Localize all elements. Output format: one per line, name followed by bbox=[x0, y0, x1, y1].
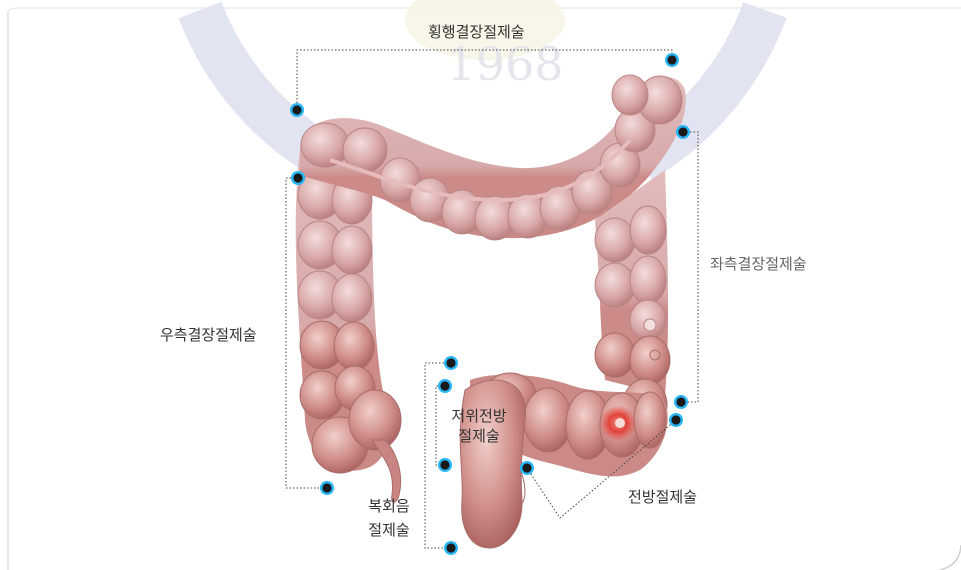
label-apr-line2: 절제술 bbox=[356, 520, 422, 540]
label-low-anterior-line1: 저위전방 bbox=[446, 406, 512, 426]
label-low-anterior-resection: 저위전방 절제술 bbox=[446, 406, 512, 446]
marker-apr-bottom bbox=[444, 541, 458, 555]
label-left-colectomy: 좌측결장절제술 bbox=[710, 254, 807, 274]
marker-left-bottom bbox=[674, 395, 688, 409]
marker-anterior-left bbox=[520, 461, 534, 475]
label-anterior-resection: 전방절제술 bbox=[628, 487, 697, 507]
label-right-colectomy: 우측결장절제술 bbox=[160, 325, 257, 345]
label-low-anterior-line2: 절제술 bbox=[446, 426, 512, 446]
marker-transverse-left bbox=[290, 103, 304, 117]
label-apr-line1: 복회음 bbox=[356, 496, 422, 516]
marker-transverse-right bbox=[665, 53, 679, 67]
label-transverse-colectomy: 횡행결장절제술 bbox=[428, 22, 525, 42]
marker-anterior-right bbox=[669, 413, 683, 427]
label-apr: 복회음 절제술 bbox=[356, 496, 422, 540]
left-leader bbox=[681, 132, 698, 402]
marker-apr-top bbox=[444, 356, 458, 370]
colon bbox=[296, 75, 686, 548]
marker-right-top bbox=[291, 171, 305, 185]
marker-left-top bbox=[676, 125, 690, 139]
low-anterior-leader bbox=[436, 386, 445, 465]
watermark-year: 1968 bbox=[446, 37, 563, 91]
marker-right-bottom bbox=[320, 481, 334, 495]
marker-low-anterior-top bbox=[438, 379, 452, 393]
frame-corner bbox=[940, 545, 961, 570]
marker-low-anterior-bottom bbox=[438, 458, 452, 472]
